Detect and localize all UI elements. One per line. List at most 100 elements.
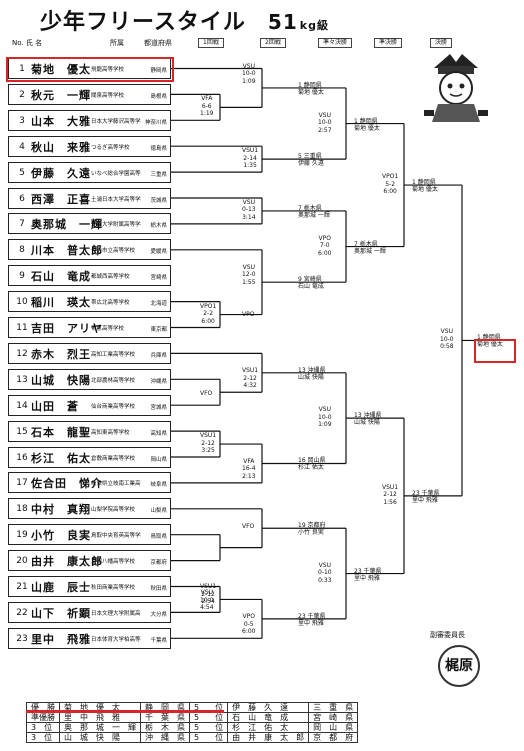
entry-prefecture: 鳥取県 <box>150 534 167 541</box>
standings-cell: 奥 那 城 一 輝 <box>59 722 141 733</box>
entry-prefecture: 徳島県 <box>150 145 167 152</box>
entry-name: 杉江 佑太 <box>31 451 91 465</box>
match-result: VPO 0-5 6:00 <box>242 613 256 636</box>
entry-name: 山鹿 辰士 <box>31 581 91 594</box>
winner-box: 1 静岡県 菊地 優太 <box>477 334 503 349</box>
winner-box: 9 宮崎県 石山 竜成 <box>298 276 324 291</box>
standings-cell: 宮 崎 県 <box>308 712 359 723</box>
entry-number: 23 <box>16 633 28 644</box>
match-result: VPO 7-0 6:00 <box>318 234 332 257</box>
entry-prefecture: 愛媛県 <box>150 249 167 256</box>
entry-number: 9 <box>19 271 25 282</box>
standings-cell: 石 山 竜 成 <box>227 712 310 723</box>
match-result: VSU 10-0 0:58 <box>440 328 454 351</box>
match-result: VPO1 2-2 6:00 <box>200 302 217 325</box>
entry-school: つるぎ高等学校 <box>91 144 130 151</box>
entry-school: 岐阜県立岐南工業高等学校 <box>91 481 141 488</box>
entry-school: 土浦日本大学高等学校 <box>91 196 141 203</box>
entry-number: 14 <box>16 400 28 411</box>
entry-number: 15 <box>16 426 28 437</box>
entry-name: 中村 真翔 <box>31 503 91 517</box>
entry-prefecture: 山梨県 <box>150 508 167 515</box>
entry-prefecture: 岐阜県 <box>150 482 167 489</box>
entry-name: 赤木 烈王 <box>31 347 91 361</box>
entry-number: 2 <box>19 89 25 100</box>
match-result: VFO <box>242 522 255 530</box>
referee-stamp: 梶原 <box>438 645 480 687</box>
entry-number: 12 <box>16 348 28 359</box>
entry-name: 川本 普太郎 <box>31 244 103 258</box>
entry-prefecture: 秋田県 <box>150 586 167 592</box>
entry-number: 19 <box>16 530 28 541</box>
entry-name: 稲川 瑛太 <box>31 296 91 310</box>
entry-name: 山本 大雅 <box>31 114 91 128</box>
match-result: VSU 10-0 1:09 <box>242 62 256 85</box>
entry-school: 日本文理大学附属高等学校 <box>91 610 141 617</box>
entry-prefecture: 宮崎県 <box>150 275 167 282</box>
entry-prefecture: 兵庫県 <box>150 352 167 359</box>
match-result: VSU1 2-12 1:56 <box>382 483 399 506</box>
standings-cell: 京 都 府 <box>308 732 359 743</box>
winner-box: 7 栃木県 奥那城 一輝 <box>354 240 386 255</box>
entry-number: 20 <box>16 556 28 567</box>
match-result: VFA 6-6 1:19 <box>200 95 214 118</box>
entry-prefecture: 東京都 <box>150 327 167 333</box>
header-semi: 準決勝 <box>374 38 403 48</box>
entry-school: いなべ総合学園高等学校 <box>91 170 141 177</box>
header-final: 決勝 <box>430 38 453 48</box>
entry-school: 倉敷商業高等学校 <box>91 455 136 462</box>
entry-number: 8 <box>19 245 25 256</box>
entry-name: 山城 快陽 <box>31 373 91 387</box>
winner-box: 23 千葉県 里中 飛雅 <box>298 612 326 627</box>
header-pref: 都道府県 <box>144 39 172 47</box>
entry-name: 由井 康太郎 <box>31 555 103 569</box>
entry-name: 伊藤 久遠 <box>31 166 91 180</box>
entry-number: 13 <box>16 374 28 385</box>
standings-cell: 3 位 <box>26 722 60 733</box>
entry-name: 秋山 来雅 <box>31 140 91 154</box>
entry-prefecture: 沖縄県 <box>150 378 167 385</box>
entry-prefecture: 北海道 <box>150 301 167 308</box>
entry-school: 今治市立高等学校 <box>91 248 136 255</box>
standings-cell: 5 位 <box>188 722 229 733</box>
winner-box: 1 静岡県 菊地 優太 <box>298 81 324 96</box>
entry-school: 高知工業高等学校 <box>91 351 136 358</box>
entry-name: 小竹 良実 <box>31 529 91 543</box>
standings-cell: 岡 山 県 <box>308 722 359 733</box>
winner-box: 5 三重県 伊藤 久遠 <box>298 153 324 168</box>
winner-box: 1 静岡県 菊地 優太 <box>354 117 380 132</box>
match-result: VSU 10-0 1:09 <box>318 406 332 429</box>
winner-box: 13 沖縄県 山城 快陽 <box>354 412 382 427</box>
entry-name: 菊地 優太 <box>31 63 91 76</box>
entry-school: 秋田商業高等学校 <box>91 585 136 591</box>
standings-cell: 準優勝 <box>26 712 60 723</box>
entry-row: 5伊藤 久遠いなべ総合学園高等学校三重県 <box>8 161 171 183</box>
match-result: VFO <box>200 390 213 398</box>
entry-number: 16 <box>16 452 28 463</box>
standings-cell: 3 位 <box>26 732 60 743</box>
entry-name: 秋元 一輝 <box>31 88 91 102</box>
entry-row: 8 川本 普太郎今治市立高等学校 愛媛県 <box>8 239 171 261</box>
entry-name: 奥那城 一輝 <box>31 218 103 232</box>
winner-box: 23 千葉県 里中 飛雅 <box>412 489 440 504</box>
standings-cell: 沖 縄 県 <box>140 732 190 743</box>
entry-prefecture: 三重県 <box>150 171 167 178</box>
entry-name: 西澤 正喜 <box>31 192 91 206</box>
match-result: VSU 0-13 3:14 <box>242 198 256 221</box>
